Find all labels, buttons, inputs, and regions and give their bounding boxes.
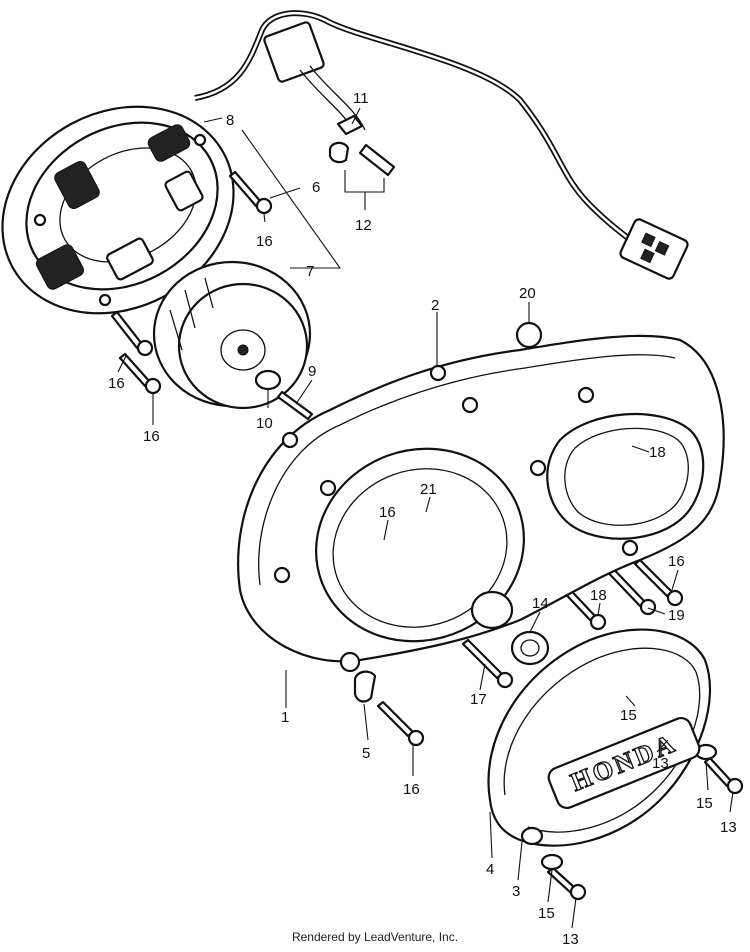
screw-13-bottom (546, 866, 587, 901)
callout-15: 15 (696, 795, 713, 812)
callout-18: 18 (590, 587, 607, 604)
bolt-16-bottom (376, 700, 425, 747)
callout-7: 7 (306, 263, 314, 280)
callout-16: 16 (108, 375, 125, 392)
screw-13-right (703, 756, 744, 795)
callout-13: 13 (562, 931, 579, 948)
bolt-16-right (633, 558, 684, 607)
callout-4: 4 (486, 861, 494, 878)
callout-6: 6 (312, 179, 320, 196)
callout-1: 1 (281, 709, 289, 726)
callout-18: 18 (649, 444, 666, 461)
callout-14: 14 (532, 595, 549, 612)
callout-16: 16 (379, 504, 396, 521)
bolt-9 (276, 390, 314, 421)
bolt-16-rotor (118, 352, 162, 395)
callout-16: 16 (403, 781, 420, 798)
callout-17: 17 (470, 691, 487, 708)
bolt-16-stator-lower (110, 310, 154, 357)
callout-15: 15 (538, 905, 555, 922)
bolt-17 (461, 638, 514, 689)
callout-10: 10 (256, 415, 273, 432)
callout-13: 13 (652, 755, 669, 772)
wire-terminals (328, 114, 396, 177)
stator-assembly (1, 105, 235, 315)
callout-3: 3 (512, 883, 520, 900)
callout-labels: 8 6 16 7 11 12 2 20 9 10 16 16 16 21 18 … (108, 90, 737, 948)
bolt-16-stator-upper (228, 170, 273, 215)
callout-2: 2 (431, 297, 439, 314)
callout-16: 16 (668, 553, 685, 570)
callout-20: 20 (519, 285, 536, 302)
callout-16: 16 (143, 428, 160, 445)
clutch-outer-cover: HONDA (487, 628, 712, 847)
callout-11: 11 (353, 90, 369, 107)
callout-9: 9 (308, 363, 316, 380)
callout-12: 12 (355, 217, 372, 234)
callout-16: 16 (256, 233, 273, 250)
left-crankcase-cover (237, 334, 725, 673)
callout-13: 13 (720, 819, 737, 836)
callout-8: 8 (226, 112, 234, 129)
leader-lines (117, 107, 734, 929)
callout-19: 19 (668, 607, 685, 624)
callout-15: 15 (620, 707, 637, 724)
wiring-harness (194, 10, 689, 280)
render-credit: Rendered by LeadVenture, Inc. (291, 930, 459, 944)
rotor (152, 260, 312, 410)
callout-5: 5 (362, 745, 370, 762)
callout-21: 21 (420, 481, 437, 498)
